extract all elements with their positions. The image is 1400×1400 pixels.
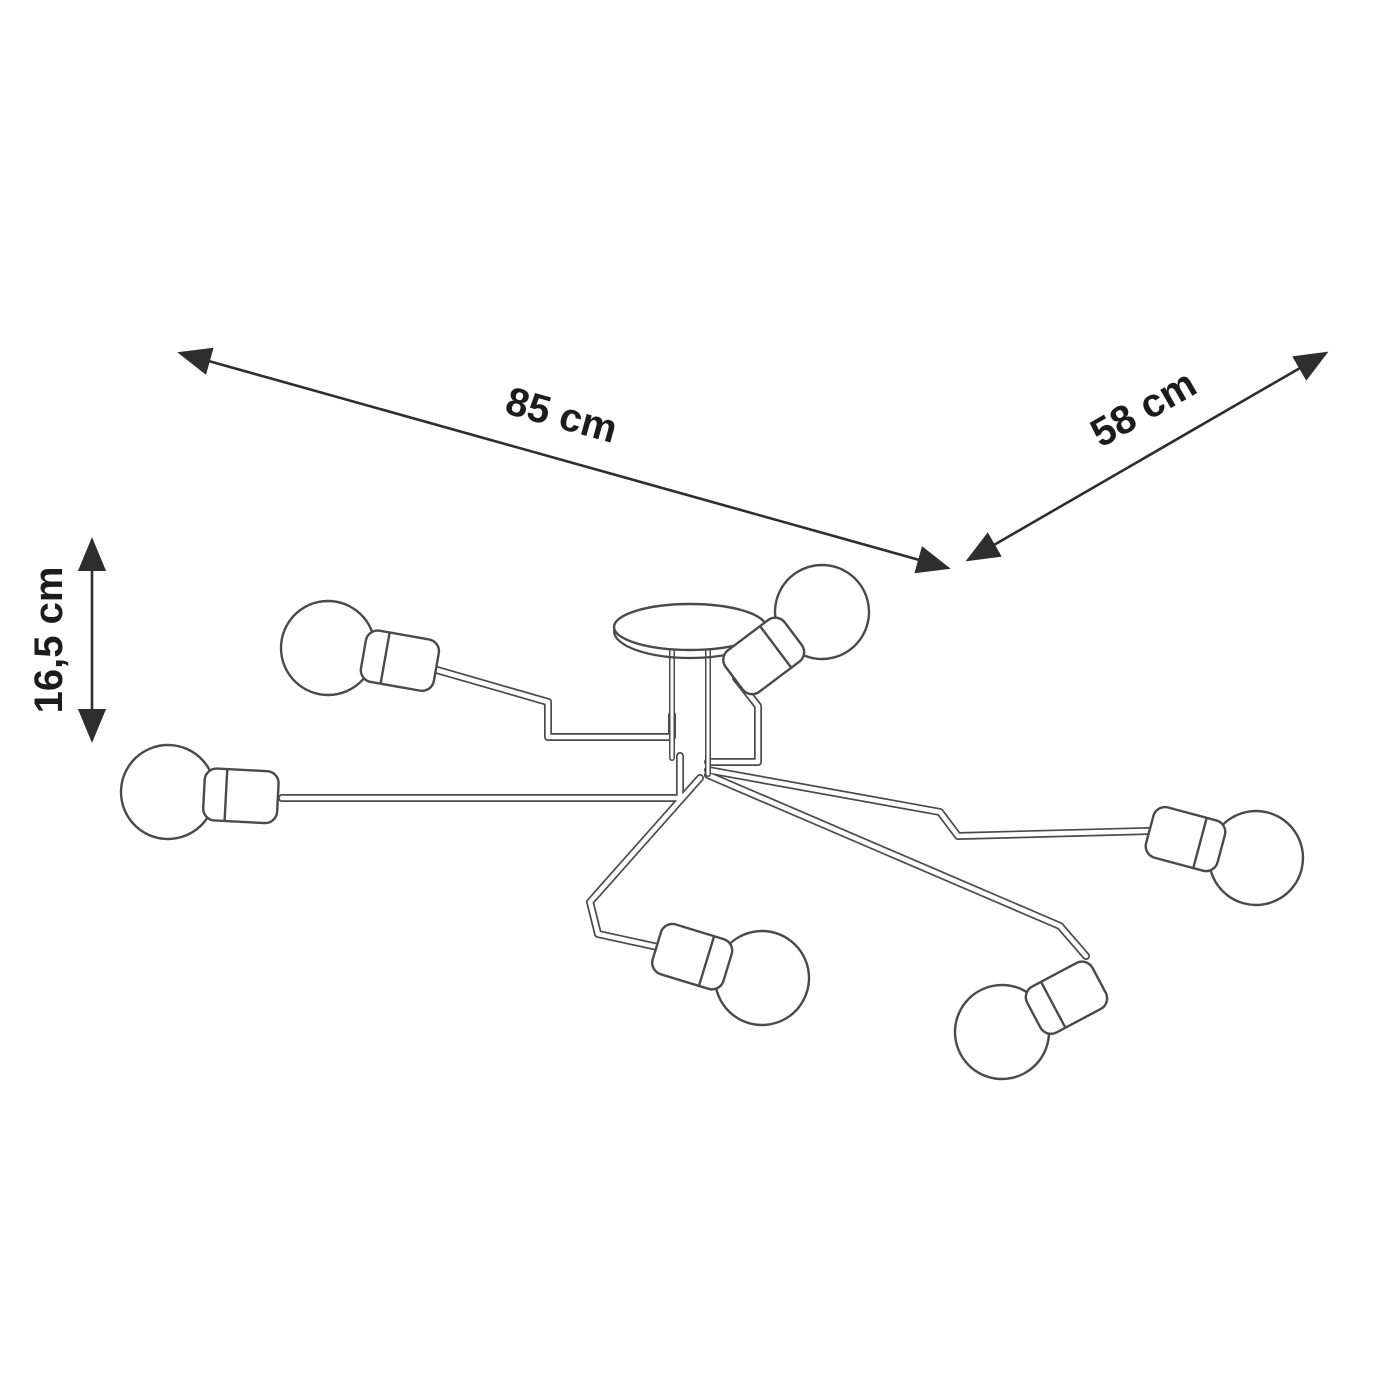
bulb-socket-assembly: [117, 741, 282, 846]
lamp-arms-outline: [282, 668, 1148, 956]
lamp-arm: [590, 778, 700, 951]
bulb-socket-assembly: [1136, 782, 1315, 917]
bulb-socket-assembly: [937, 937, 1123, 1097]
lamp-arms-fill: [282, 668, 1148, 956]
depth-dimension-arrow: [965, 351, 1329, 562]
lamp-arm: [282, 756, 680, 798]
bulb-socket-assembly: [272, 592, 446, 715]
bulb-socket-assembly: [641, 899, 822, 1038]
lamp-arm: [590, 778, 700, 951]
width-dimension-label: 85 cm: [501, 379, 622, 452]
depth-dimension-label: 58 cm: [1083, 361, 1203, 456]
lamp-arm: [282, 756, 680, 798]
height-dimension-label: 16,5 cm: [27, 567, 71, 714]
width-dimension-arrow: [177, 347, 951, 574]
